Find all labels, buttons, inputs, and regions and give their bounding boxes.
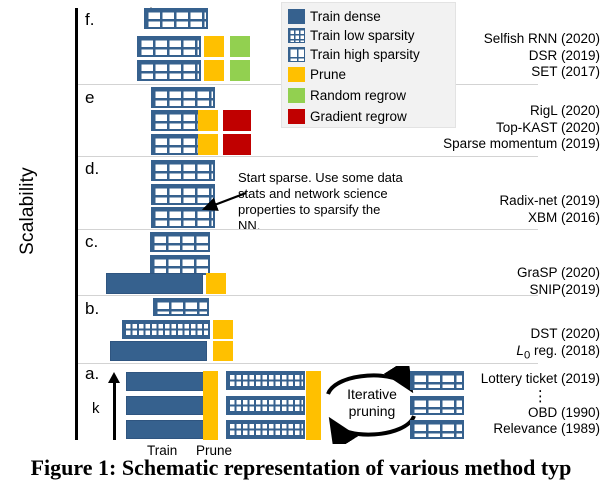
method-ellipsis: ⋮: [532, 387, 548, 405]
k-label: k: [92, 400, 100, 417]
row-letter-b: b.: [85, 299, 100, 318]
block-a-train-low-2: [226, 396, 305, 415]
iterative-pruning-arrows-icon: [326, 366, 416, 444]
y-axis-label: Scalability: [17, 167, 38, 255]
annotation-arrow-icon: [201, 191, 247, 211]
random-regrow-swatch-icon: [288, 88, 305, 103]
row-separator-d: [78, 229, 538, 230]
block-f-train-high-2: [137, 36, 201, 57]
train-dense-swatch-icon: [288, 9, 305, 24]
iterative-pruning-label: Iterative pruning: [347, 386, 397, 419]
row-separator-b: [78, 363, 538, 364]
method-label-l0-reg: L0 reg. (2018): [516, 342, 600, 362]
prune-swatch-icon: [288, 67, 305, 82]
method-labels-b: DST (2020) L0 reg. (2018): [516, 326, 600, 364]
gradient-regrow-swatch-icon: [288, 109, 305, 124]
train-high-sparsity-swatch-icon: [288, 47, 305, 62]
row-separator-c: [78, 295, 538, 296]
block-b-train-dense: [110, 341, 207, 361]
block-e-train-high-1: [151, 87, 215, 108]
method-labels-a: Lottery ticket (2019) ⋮ OBD (1990) Relev…: [480, 371, 600, 436]
block-b-train-low: [122, 320, 210, 339]
block-a-train-high-2: [410, 396, 464, 415]
block-f-random-regrow-2: [230, 60, 250, 81]
method-labels-e: RigL (2020) Top-KAST (2020) Sparse momen…: [443, 103, 600, 151]
block-d-train-high-2: [151, 184, 215, 205]
train-low-sparsity-swatch-icon: [288, 28, 305, 43]
block-e-gradient-regrow-2: [223, 134, 251, 155]
block-a-prune-1: [203, 371, 218, 440]
legend-item-random-regrow: Random regrow: [288, 85, 450, 106]
row-letter-e: e: [85, 88, 95, 107]
method-labels-f: Selfish RNN (2020) DSR (2019) SET (2017): [483, 31, 600, 79]
figure-caption: Figure 1: Schematic representation of va…: [30, 455, 572, 480]
block-b-train-high: [153, 298, 209, 316]
block-c-train-high-1: [150, 232, 210, 252]
block-c-train-high-2: [150, 255, 210, 275]
block-e-gradient-regrow-1: [223, 110, 251, 131]
row-separator-e: [78, 156, 538, 157]
k-arrow-line: [113, 382, 116, 440]
x-tick-train: Train: [147, 443, 178, 458]
block-a-train-low-3: [226, 420, 305, 439]
block-c-train-dense: [106, 273, 203, 294]
x-tick-prune: Prune: [196, 443, 233, 458]
legend-item-gradient-regrow: Gradient regrow: [288, 106, 450, 127]
block-d-train-high-3: [151, 207, 215, 228]
block-f-random-regrow-1: [230, 36, 250, 57]
legend-item-prune: Prune: [288, 64, 450, 85]
block-b-prune-1: [213, 320, 233, 339]
row-letter-a: a.: [85, 364, 100, 383]
annotation-text: Start sparse. Use some data stats and ne…: [238, 170, 403, 233]
row-letter-d: d.: [85, 159, 100, 178]
block-a-train-dense-3: [126, 420, 215, 439]
legend: Train dense Train low sparsity Train hig…: [281, 2, 456, 128]
block-d-train-high-1: [151, 160, 215, 181]
y-axis-line: [75, 7, 158, 440]
row-letter-f: f.: [85, 10, 95, 29]
block-e-prune-2: [198, 134, 218, 155]
block-a-train-dense-2: [126, 396, 215, 415]
k-arrow-head-icon: [108, 372, 120, 383]
block-e-prune-1: [198, 110, 218, 131]
block-a-train-high-3: [410, 420, 464, 439]
block-c-prune: [206, 273, 226, 294]
block-f-prune-1: [204, 36, 224, 57]
legend-item-train-dense: Train dense: [288, 7, 450, 26]
row-letter-c: c.: [85, 232, 99, 251]
block-f-prune-2: [204, 60, 224, 81]
method-labels-c: GraSP (2020) SNIP(2019): [516, 265, 600, 297]
legend-item-train-high-sparsity: Train high sparsity: [288, 45, 450, 64]
block-f-train-high-3: [137, 60, 201, 81]
block-f-train-high-1: [144, 8, 208, 29]
block-a-train-high-1: [410, 371, 464, 390]
block-a-train-low-1: [226, 371, 305, 390]
block-a-train-dense-1: [126, 372, 215, 391]
method-labels-d: Radix-net (2019) XBM (2016): [499, 193, 600, 225]
legend-item-train-low-sparsity: Train low sparsity: [288, 26, 450, 45]
block-a-prune-2: [306, 371, 321, 440]
block-b-prune-2: [213, 341, 233, 361]
